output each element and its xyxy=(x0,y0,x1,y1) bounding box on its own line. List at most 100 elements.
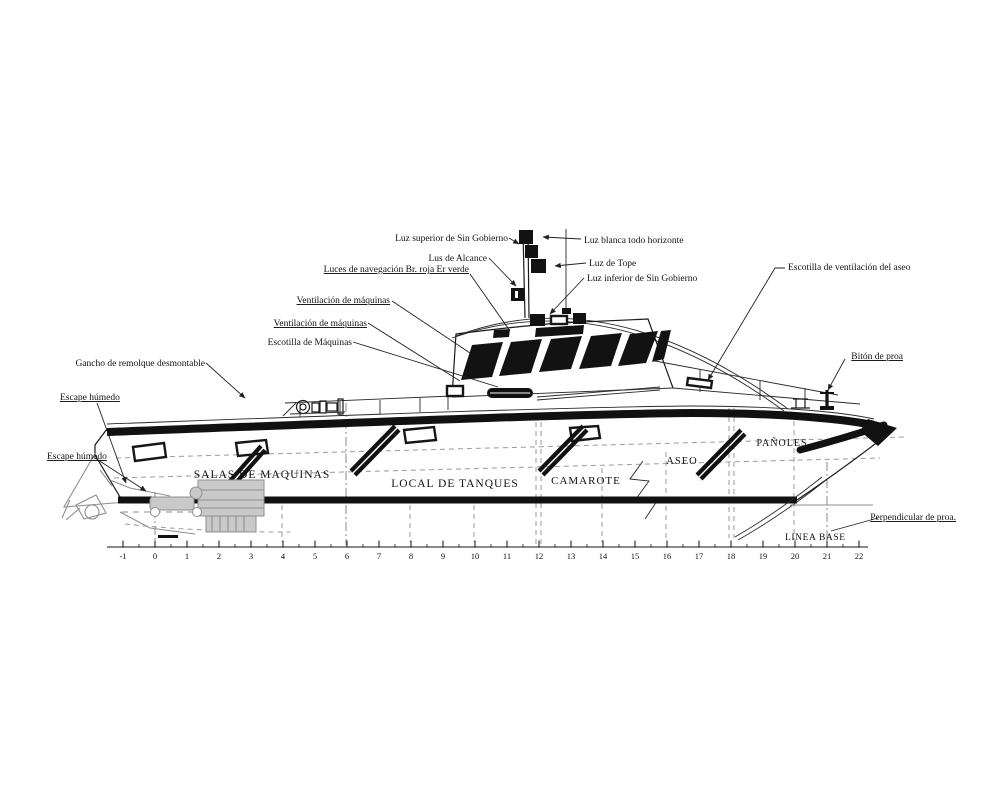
antenna-arch xyxy=(451,317,789,412)
callout-vent-2: Ventilación de máquinas xyxy=(274,319,368,329)
tow-hook xyxy=(282,398,346,417)
light-inferior xyxy=(530,314,545,326)
leader-luz-inferior xyxy=(549,277,585,315)
callout-escape-2: Escape húmedo xyxy=(47,452,107,462)
stem xyxy=(796,429,894,501)
shaft-dashed-curve xyxy=(124,523,291,533)
callout-luz-inferior: Luz inferior de Sin Gobierno xyxy=(587,273,698,284)
callout-gancho: Gancho de remolque desmontable xyxy=(75,359,205,369)
callout-escotilla-aseo: Escotilla de ventilación del aseo xyxy=(788,263,911,273)
shaft-coupling-2 xyxy=(192,507,202,517)
label-aseo: ASEO xyxy=(666,456,697,467)
callout-luz-superior: Luz superior de Sin Gobierno xyxy=(395,234,508,244)
leader-perpendicular xyxy=(830,517,879,532)
leader-escape-2 xyxy=(94,457,147,492)
ruler-number: 10 xyxy=(471,551,480,561)
leader-luz-blanca xyxy=(542,234,582,241)
eyebrow-vent-2 xyxy=(535,325,584,337)
leader-lus-alcance xyxy=(488,257,517,287)
callout-escape-1: Escape húmedo xyxy=(60,393,120,403)
light-superior xyxy=(525,245,538,258)
machinery xyxy=(61,469,265,535)
ruler-number: 19 xyxy=(759,551,768,561)
ruler-number: 21 xyxy=(823,551,832,561)
label-panoles: PAÑOLES xyxy=(756,437,807,449)
eyebrow-vent-1 xyxy=(493,329,510,338)
side-grabrail xyxy=(536,386,661,401)
oilpan-ribs xyxy=(211,516,245,532)
leader-escape-1 xyxy=(96,402,127,484)
engine-oilpan xyxy=(205,515,257,533)
ruler-number: 15 xyxy=(631,551,640,561)
light-alcance-slit xyxy=(515,291,518,298)
callout-luz-tope: Luz de Tope xyxy=(589,259,636,269)
sheer-band xyxy=(106,408,883,436)
stern-bracket xyxy=(62,451,127,508)
scale-bar xyxy=(158,535,178,538)
label-camarote: CAMAROTE xyxy=(551,475,621,487)
deck-vent xyxy=(445,384,465,398)
engine-pulley xyxy=(189,486,203,500)
gearbox xyxy=(149,496,195,511)
ruler-number: 2 xyxy=(217,551,221,561)
callout-escotilla-maq: Escotilla de Máquinas xyxy=(268,338,353,348)
hull xyxy=(62,403,906,545)
ruler-number: 17 xyxy=(695,551,704,561)
light-tope xyxy=(531,259,546,273)
forefoot-curve xyxy=(734,476,827,541)
bulwark-line xyxy=(106,405,875,425)
light-blanca xyxy=(519,230,533,244)
cabin-windows xyxy=(461,330,671,380)
leader-lines xyxy=(94,234,879,532)
ruler-number: 0 xyxy=(153,551,157,561)
ruler-number: 4 xyxy=(281,551,286,561)
frame-12 xyxy=(535,413,542,544)
callout-luces-nav: Luces de navegación Br. roja Er verde xyxy=(324,265,469,275)
leader-biton xyxy=(827,358,846,391)
callout-labels: Luz superior de Sin Gobierno Luz blanca … xyxy=(47,234,956,523)
callout-luz-blanca: Luz blanca todo horizonte xyxy=(584,236,683,246)
droplines xyxy=(281,505,475,542)
engine-lines xyxy=(198,489,264,509)
label-linea-base: LINEA BASE xyxy=(785,533,846,543)
leader-vent-2 xyxy=(367,322,461,382)
bow-bitt xyxy=(820,390,834,410)
deck-dashed-line xyxy=(115,436,906,459)
mast xyxy=(522,231,530,319)
ruler-number: -1 xyxy=(119,551,126,561)
waterjet-nozzle xyxy=(84,504,100,520)
ruler-number: 6 xyxy=(345,551,349,561)
callout-perpendicular: Perpendicular de proa. xyxy=(870,513,956,523)
bow-cap xyxy=(860,419,897,446)
leader-escotilla-aseo xyxy=(707,267,785,381)
callout-vent-1: Ventilación de máquinas xyxy=(297,296,391,306)
ruler-number: 5 xyxy=(313,551,317,561)
aseo-vent-hatch xyxy=(685,376,714,390)
shaft-coupling-1 xyxy=(150,507,160,517)
ruler-number: 16 xyxy=(663,551,672,561)
ruler-number: 1 xyxy=(185,551,189,561)
label-local-tanques: LOCAL DE TANQUES xyxy=(391,478,519,490)
ruler-number: 20 xyxy=(791,551,800,561)
frame-18 xyxy=(728,408,735,538)
leader-luz-superior xyxy=(508,237,520,245)
foredeck-edge xyxy=(672,387,861,405)
ruler-number: 14 xyxy=(599,551,608,561)
ruler-number: 9 xyxy=(441,551,445,561)
bow-spray-band xyxy=(796,421,888,454)
roof-box xyxy=(549,314,569,326)
scupper-1 xyxy=(131,441,168,463)
break-zigzag xyxy=(629,460,658,520)
stern-gear xyxy=(99,469,171,497)
bow-cleat xyxy=(791,398,810,409)
scupper-3 xyxy=(402,425,438,445)
ruler-number: 11 xyxy=(503,551,511,561)
leader-vent-1 xyxy=(391,300,471,354)
label-salas-maquinas: SALAS DE MAQUINAS xyxy=(194,469,330,481)
compartment-labels: SALAS DE MAQUINAS LOCAL DE TANQUES CAMAR… xyxy=(194,437,846,543)
antenna-base xyxy=(562,308,571,314)
ruler-number: 12 xyxy=(535,551,544,561)
bow-rail xyxy=(654,360,839,404)
callout-lus-alcance: Lus de Alcance xyxy=(428,254,487,264)
